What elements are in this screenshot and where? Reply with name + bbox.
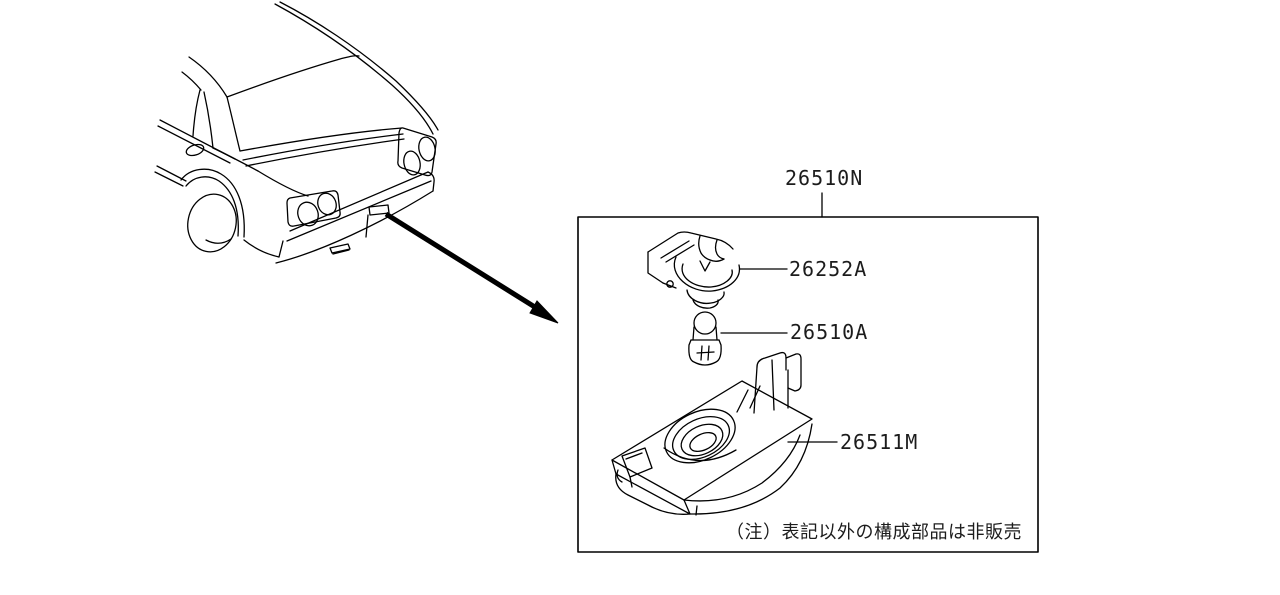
right-tail-lamp [397,127,437,177]
part-label-26510n[interactable]: 26510N [785,166,864,190]
left-tail-lamp [286,190,341,227]
rear-tire [187,193,237,253]
part-label-26510a[interactable]: 26510A [790,320,869,344]
bulb-drawing [688,311,722,366]
door-handle [185,143,205,157]
note-text: （注）表記以外の構成部品は非販売 [726,522,1022,543]
socket-drawing [647,231,741,309]
exhaust-tip [329,243,351,254]
leader-lines [720,192,838,443]
pointer-arrow [384,211,559,324]
detail-box [577,216,1039,553]
part-label-26511m[interactable]: 26511M [840,430,919,454]
car-rear-drawing [154,1,439,264]
lamp-housing-drawing [611,351,813,516]
licence-plate-recess [368,204,390,216]
part-label-26252a[interactable]: 26252A [789,257,868,281]
